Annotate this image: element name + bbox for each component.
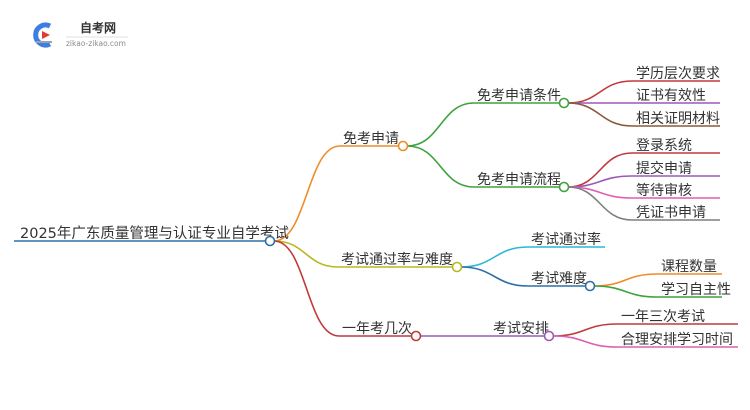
sub-dot-0-1: [558, 181, 570, 193]
site-logo: 自考网 zikao-zikao.com: [33, 20, 128, 48]
logo-subtitle: zikao-zikao.com: [66, 39, 126, 48]
leaf-link-1-1-1: [593, 285, 658, 298]
mindmap-nodes: [264, 97, 596, 342]
branch-dot-2: [410, 330, 422, 342]
leaf-label-0-0-1: 证书有效性: [636, 88, 706, 104]
branch-dot-0: [397, 140, 409, 152]
sub-label-0-0: 免考申请条件: [477, 87, 561, 104]
leaf-label-1-1-0: 课程数量: [661, 259, 717, 275]
sub-link-0-1: [406, 145, 475, 188]
leaf-label-0-1-0: 登录系统: [636, 138, 692, 154]
leaf-label-0-1-2: 等待审核: [636, 182, 692, 199]
leaf-label-0-1-3: 凭证书申请: [636, 205, 706, 221]
branch-link-1: [273, 240, 339, 268]
branch-label-1: 考试通过率与难度: [341, 251, 453, 268]
leaf-link-0-1-3: [567, 186, 633, 221]
sub-label-1-0: 考试通过率: [531, 231, 601, 248]
sub-label-0-1: 免考申请流程: [477, 172, 561, 188]
sub-label-1-1: 考试难度: [531, 271, 587, 287]
leaf-link-2-0-1: [552, 335, 618, 348]
branch-label-2: 一年考几次: [342, 321, 412, 337]
sub-link-1-0: [460, 246, 529, 268]
logo-title: 自考网: [80, 20, 116, 35]
leaf-label-0-0-0: 学历层次要求: [636, 66, 720, 82]
leaf-label-0-0-2: 相关证明材料: [636, 111, 720, 127]
branch-dot-1: [451, 261, 463, 273]
leaf-link-1-1-0: [593, 273, 658, 287]
sub-dot-0-0: [558, 97, 570, 109]
mindmap-labels: 2025年广东质量管理与认证专业自学考试 免考申请 免考申请条件 学历层次要求证书有效…: [20, 66, 733, 348]
mindmap-links: [14, 80, 738, 348]
branch-label-0: 免考申请: [343, 131, 399, 147]
leaf-label-2-0-0: 一年三次考试: [621, 309, 705, 325]
sub-dot-2-0: [543, 330, 555, 342]
sub-link-1-1: [460, 266, 529, 287]
sub-link-0-0: [406, 102, 475, 147]
sub-dot-1-1: [584, 280, 596, 292]
root-node-dot: [264, 235, 276, 247]
branch-link-0: [273, 145, 341, 242]
leaf-link-0-0-0: [567, 80, 633, 104]
leaf-link-2-0-0: [552, 323, 618, 337]
leaf-label-2-0-1: 合理安排学习时间: [621, 332, 733, 348]
logo-icon: [33, 22, 52, 48]
leaf-label-0-1-1: 提交申请: [636, 160, 692, 177]
leaf-label-1-1-1: 学习自主性: [661, 282, 731, 298]
leaf-link-0-0-2: [567, 102, 633, 127]
branch-link-2: [273, 240, 340, 337]
sub-label-2-0: 考试安排: [493, 321, 549, 337]
root-node-label: 2025年广东质量管理与认证专业自学考试: [20, 225, 289, 242]
